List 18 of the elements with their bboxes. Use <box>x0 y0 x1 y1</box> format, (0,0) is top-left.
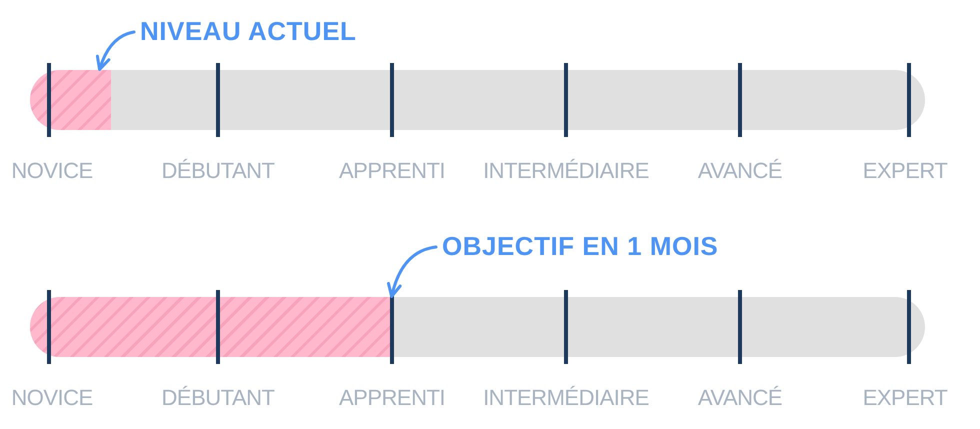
level-label: DÉBUTANT <box>162 384 274 412</box>
level-label: DÉBUTANT <box>162 157 274 185</box>
progress-fill <box>30 70 111 130</box>
level-label: AVANCÉ <box>698 384 782 412</box>
callout-text: NIVEAU ACTUEL <box>140 16 356 46</box>
level-label: INTERMÉDIAIRE <box>483 384 649 412</box>
level-label: EXPERT <box>862 384 948 412</box>
level-label: APPRENTI <box>338 157 446 185</box>
progress-fill <box>30 297 392 357</box>
arrow <box>387 246 438 298</box>
arrow <box>96 30 136 71</box>
level-label: INTERMÉDIAIRE <box>483 157 649 185</box>
callout-text: OBJECTIF EN 1 MOIS <box>442 231 718 261</box>
level-label: NOVICE <box>11 384 93 412</box>
level-label: EXPERT <box>862 157 948 185</box>
level-label: AVANCÉ <box>698 157 782 185</box>
level-label: NOVICE <box>11 157 93 185</box>
level-label: APPRENTI <box>338 384 446 412</box>
